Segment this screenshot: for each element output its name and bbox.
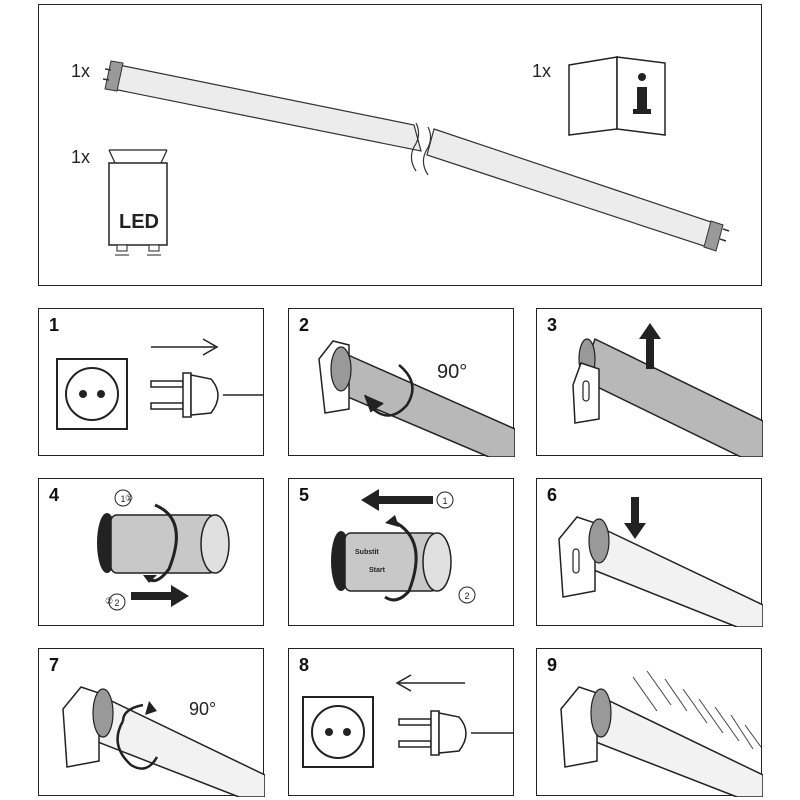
led-tube-icon [102, 60, 730, 252]
step-number: 7 [49, 655, 60, 675]
step-number: 3 [547, 315, 558, 335]
step-1-panel: 1 [38, 308, 264, 456]
step-number: 2 [299, 315, 310, 335]
step-7-panel: 7 90° [38, 648, 265, 797]
unplug-icon [56, 338, 263, 430]
step-number: 9 [547, 655, 558, 675]
starter-text-1: Substit [355, 549, 379, 556]
tube-qty: 1x [71, 61, 91, 81]
plug-in-icon [302, 674, 513, 768]
rotate-tube-back-icon [62, 686, 265, 797]
starter-text-2: Start [369, 567, 386, 574]
starter-qty: 1x [71, 147, 91, 167]
step-8-panel: 8 [288, 648, 514, 796]
step-number: 5 [299, 485, 310, 505]
step-5-marker-2: 2 [464, 591, 469, 601]
insert-tube-icon [558, 497, 763, 627]
contents-panel: 1x 1x 1x LED [38, 4, 762, 286]
remove-starter-icon: ① ② [97, 493, 230, 607]
insert-starter-icon [331, 489, 476, 604]
step-number: 6 [547, 485, 558, 505]
step-3-panel: 3 [536, 308, 763, 457]
step-4-labels: 1 2 [108, 489, 132, 611]
step-4-marker-2: 2 [114, 598, 119, 608]
contents-illustration [102, 56, 730, 256]
starter-label: LED [119, 211, 159, 233]
svg-text:①: ① [125, 493, 133, 503]
led-starter-icon [108, 149, 168, 256]
remove-tube-icon [572, 323, 763, 457]
step-2-panel: 2 90° [288, 308, 515, 457]
manual-icon [568, 56, 666, 136]
rotation-angle: 90° [437, 361, 468, 383]
rotate-tube-icon [318, 340, 515, 457]
step-4-marker-1: 1 [120, 494, 125, 504]
step-5-labels: 1 2 Substit Start [355, 496, 470, 601]
step-4-panel: 4 ① ② 1 2 [38, 478, 264, 626]
manual-qty: 1x [532, 61, 552, 81]
step-5-marker-1: 1 [442, 496, 447, 506]
step-number: 4 [49, 485, 60, 505]
step-9-panel: 9 [536, 648, 763, 797]
light-on-icon [560, 670, 763, 797]
rotation-angle: 90° [189, 699, 217, 719]
step-number: 8 [299, 655, 310, 675]
step-number: 1 [49, 315, 60, 335]
step-5-panel: 5 1 2 Substit Start [288, 478, 514, 626]
step-6-panel: 6 [536, 478, 763, 627]
